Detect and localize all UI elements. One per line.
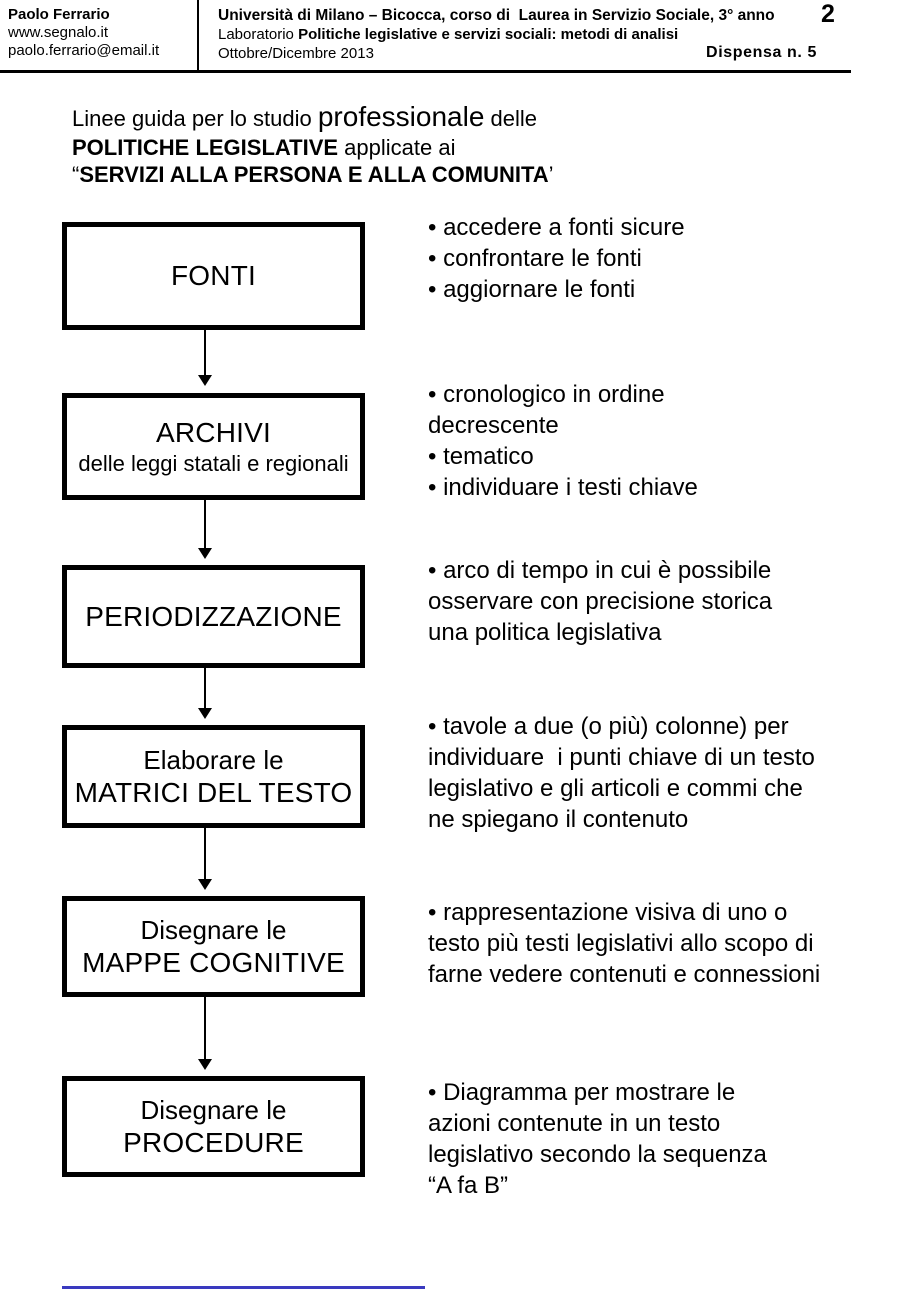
flow-arrow-4 [198, 828, 212, 890]
course-title-line: Università di Milano – Bicocca, corso di… [218, 7, 775, 24]
flow-box-mappe-title: MAPPE COGNITIVE [82, 946, 345, 978]
author-website: www.segnalo.it [8, 24, 109, 41]
note-line: decrescente [428, 412, 559, 439]
title-line-1: Linee guida per lo studio professionale … [72, 101, 554, 134]
flow-box-matrici-pre: Elaborare le [143, 744, 284, 775]
author-email: paolo.ferrario@email.it [8, 42, 160, 59]
dispensa-label: Dispensa n. 5 [706, 44, 817, 61]
page-title: Linee guida per lo studio professionale … [72, 101, 554, 189]
title-line-2: POLITICHE LEGISLATIVE applicate ai [72, 134, 554, 161]
header-vertical-divider [197, 0, 199, 71]
arrow-head-icon [198, 375, 212, 386]
note-line: • aggiornare le fonti [428, 276, 636, 303]
course-lab-line: Laboratorio Politiche legislative e serv… [218, 25, 818, 44]
flow-box-periodizzazione: PERIODIZZAZIONE [62, 565, 365, 668]
arrow-head-icon [198, 1059, 212, 1070]
header-author-block: Paolo Ferrario www.segnalo.it paolo.ferr… [8, 6, 159, 60]
flow-box-procedure-pre: Disegnare le [140, 1094, 287, 1125]
flow-box-archivi-title: ARCHIVI [156, 417, 271, 448]
note-line: • cronologico in ordine [428, 381, 665, 408]
arrow-shaft [204, 668, 206, 709]
note-line: una politica legislativa [428, 619, 662, 646]
note-line: • Diagramma per mostrare le [428, 1079, 736, 1106]
flow-box-procedure-title: PROCEDURE [123, 1126, 304, 1158]
course-lab-bold: Politiche legislative e servizi sociali:… [298, 26, 679, 43]
note-line: • tematico [428, 443, 534, 470]
flow-box-matrici-title: MATRICI DEL TESTO [74, 776, 353, 808]
note-line: testo più testi legislativi allo scopo d… [428, 930, 814, 957]
course-lab-prefix: Laboratorio [218, 26, 299, 43]
flow-box-fonti-title: FONTI [171, 260, 256, 291]
footer-accent-line [62, 1286, 425, 1289]
arrow-shaft [204, 330, 206, 376]
flow-box-procedure: Disegnare le PROCEDURE [62, 1076, 365, 1177]
flow-box-fonti: FONTI [62, 222, 365, 330]
title-line2-rest: applicate ai [338, 135, 456, 160]
flow-arrow-1 [198, 330, 212, 386]
flow-arrow-3 [198, 668, 212, 719]
header-course-block: Università di Milano – Bicocca, corso di… [218, 6, 818, 63]
note-line: farne vedere contenuti e connessioni [428, 961, 821, 988]
note-line: azioni contenute in un testo [428, 1110, 721, 1137]
flow-box-archivi: ARCHIVI delle leggi statali e regionali [62, 393, 365, 500]
flow-box-archivi-subtitle: delle leggi statali e regionali [78, 451, 349, 476]
arrow-head-icon [198, 708, 212, 719]
title-line3-openquote: “ [72, 162, 80, 187]
flow-arrow-5 [198, 997, 212, 1070]
arrow-head-icon [198, 879, 212, 890]
page-number: 2 [821, 0, 835, 28]
note-line: individuare i punti chiave di un testo [428, 744, 815, 771]
notes-procedure: • Diagramma per mostrare le azioni conte… [428, 1077, 890, 1201]
note-line: • tavole a due (o più) colonne) per [428, 713, 789, 740]
note-line: legislativo e gli articoli e commi che [428, 775, 803, 802]
title-line1-a: Linee guida per lo studio [72, 106, 318, 131]
arrow-head-icon [198, 548, 212, 559]
flow-box-periodizzazione-title: PERIODIZZAZIONE [85, 600, 342, 632]
note-line: ne spiegano il contenuto [428, 806, 689, 833]
title-line3-bold: SERVIZI ALLA PERSONA E ALLA COMUNITA [79, 162, 549, 187]
notes-mappe: • rappresentazione visiva di uno o testo… [428, 897, 890, 990]
title-line3-closequote: ’ [548, 162, 554, 187]
notes-archivi: • cronologico in ordine decrescente • te… [428, 379, 890, 503]
title-line-3: “SERVIZI ALLA PERSONA E ALLA COMUNITA’ [72, 161, 554, 189]
flow-arrow-2 [198, 500, 212, 559]
note-line: legislativo secondo la sequenza [428, 1141, 767, 1168]
arrow-shaft [204, 500, 206, 549]
note-line: • rappresentazione visiva di uno o [428, 899, 788, 926]
title-line1-b: professionale [317, 101, 485, 132]
notes-fonti: • accedere a fonti sicure • confrontare … [428, 212, 890, 305]
note-line: • arco di tempo in cui è possibile [428, 557, 772, 584]
note-line: • accedere a fonti sicure [428, 214, 685, 241]
note-line: • individuare i testi chiave [428, 474, 698, 501]
flow-box-matrici: Elaborare le MATRICI DEL TESTO [62, 725, 365, 828]
note-line: • confrontare le fonti [428, 245, 642, 272]
arrow-shaft [204, 997, 206, 1060]
title-line2-bold: POLITICHE LEGISLATIVE [72, 135, 339, 160]
header-rule [0, 70, 851, 73]
notes-periodizzazione: • arco di tempo in cui è possibile osser… [428, 555, 890, 648]
title-line1-c: delle [484, 106, 538, 131]
arrow-shaft [204, 828, 206, 880]
flow-box-mappe-pre: Disegnare le [140, 914, 287, 945]
notes-matrici: • tavole a due (o più) colonne) per indi… [428, 711, 890, 835]
flow-box-mappe: Disegnare le MAPPE COGNITIVE [62, 896, 365, 997]
note-line: “A fa B” [428, 1172, 509, 1199]
course-date-line: Ottobre/Dicembre 2013 [218, 45, 374, 62]
note-line: osservare con precisione storica [428, 588, 773, 615]
author-name: Paolo Ferrario [8, 6, 110, 23]
